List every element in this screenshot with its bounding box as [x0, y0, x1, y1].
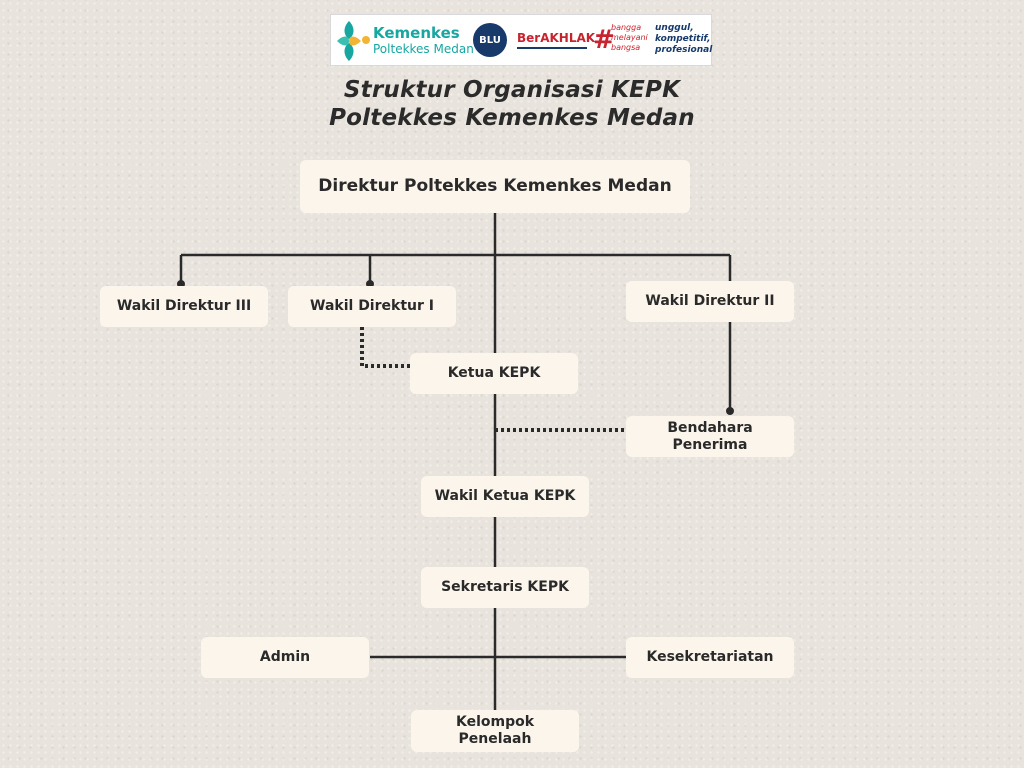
bangga-block: bangga melayani bangsa: [611, 23, 648, 53]
bangga-line-1: bangga: [611, 23, 642, 32]
node-admin-label: Admin: [259, 649, 311, 665]
node-wakil-direktur-ii-label: Wakil Direktur II: [645, 293, 775, 309]
berakhlak-underline: [517, 47, 587, 49]
blu-logo: BLU: [473, 23, 507, 57]
node-kelompok-penelaah: Kelompok Penelaah: [411, 710, 579, 752]
node-direktur: Direktur Poltekkes Kemenkes Medan: [300, 160, 690, 213]
page-title-line-1: Struktur Organisasi KEPK: [343, 77, 681, 103]
node-direktur-label: Direktur Poltekkes Kemenkes Medan: [318, 176, 672, 196]
berakhlak-text: BerAKHLAK: [517, 31, 596, 45]
node-bendahara-penerima-label: Bendahara Penerima: [667, 419, 753, 453]
node-wakil-direktur-ii: Wakil Direktur II: [626, 281, 794, 322]
tagline-line-2: kompetitif,: [655, 34, 711, 44]
poltekkes-text: Poltekkes Medan: [373, 42, 474, 56]
node-wakil-direktur-i-label: Wakil Direktur I: [310, 298, 434, 314]
node-wakil-ketua-kepk: Wakil Ketua KEPK: [421, 476, 589, 517]
hashtag-icon: #: [593, 25, 615, 55]
logo-banner: Kemenkes Poltekkes Medan BLU BerAKHLAK #…: [330, 14, 712, 66]
node-wakil-ketua-kepk-label: Wakil Ketua KEPK: [434, 488, 576, 504]
node-bendahara-penerima: Bendahara Penerima: [626, 416, 794, 457]
kemenkes-text: Kemenkes: [373, 24, 460, 42]
node-ketua-kepk-label: Ketua KEPK: [447, 365, 541, 381]
node-kelompok-penelaah-label: Kelompok Penelaah: [455, 714, 535, 747]
tagline-line-3: profesional: [655, 45, 713, 55]
dotted-wadir1-ketua: [360, 327, 410, 368]
page-title-line-2: Poltekkes Kemenkes Medan: [329, 105, 695, 131]
bangga-line-2: melayani: [611, 33, 648, 42]
node-wakil-direktur-iii: Wakil Direktur III: [100, 286, 268, 327]
node-wakil-direktur-i: Wakil Direktur I: [288, 286, 456, 327]
node-kesekretariatan: Kesekretariatan: [626, 637, 794, 678]
node-sekretaris-kepk-label: Sekretaris KEPK: [441, 579, 569, 595]
node-sekretaris-kepk: Sekretaris KEPK: [421, 567, 589, 608]
node-wakil-direktur-iii-label: Wakil Direktur III: [116, 298, 252, 314]
bangga-line-3: bangsa: [611, 43, 641, 52]
connector-dot-bendahara: [726, 407, 734, 415]
node-admin: Admin: [201, 637, 369, 678]
tagline-block: unggul, kompetitif, profesional: [655, 23, 712, 56]
blu-text: BLU: [479, 34, 501, 46]
node-kesekretariatan-label: Kesekretariatan: [646, 649, 774, 665]
node-ketua-kepk: Ketua KEPK: [410, 353, 578, 394]
kemenkes-logo-icon: [337, 21, 370, 61]
tagline-line-1: unggul,: [655, 23, 694, 33]
